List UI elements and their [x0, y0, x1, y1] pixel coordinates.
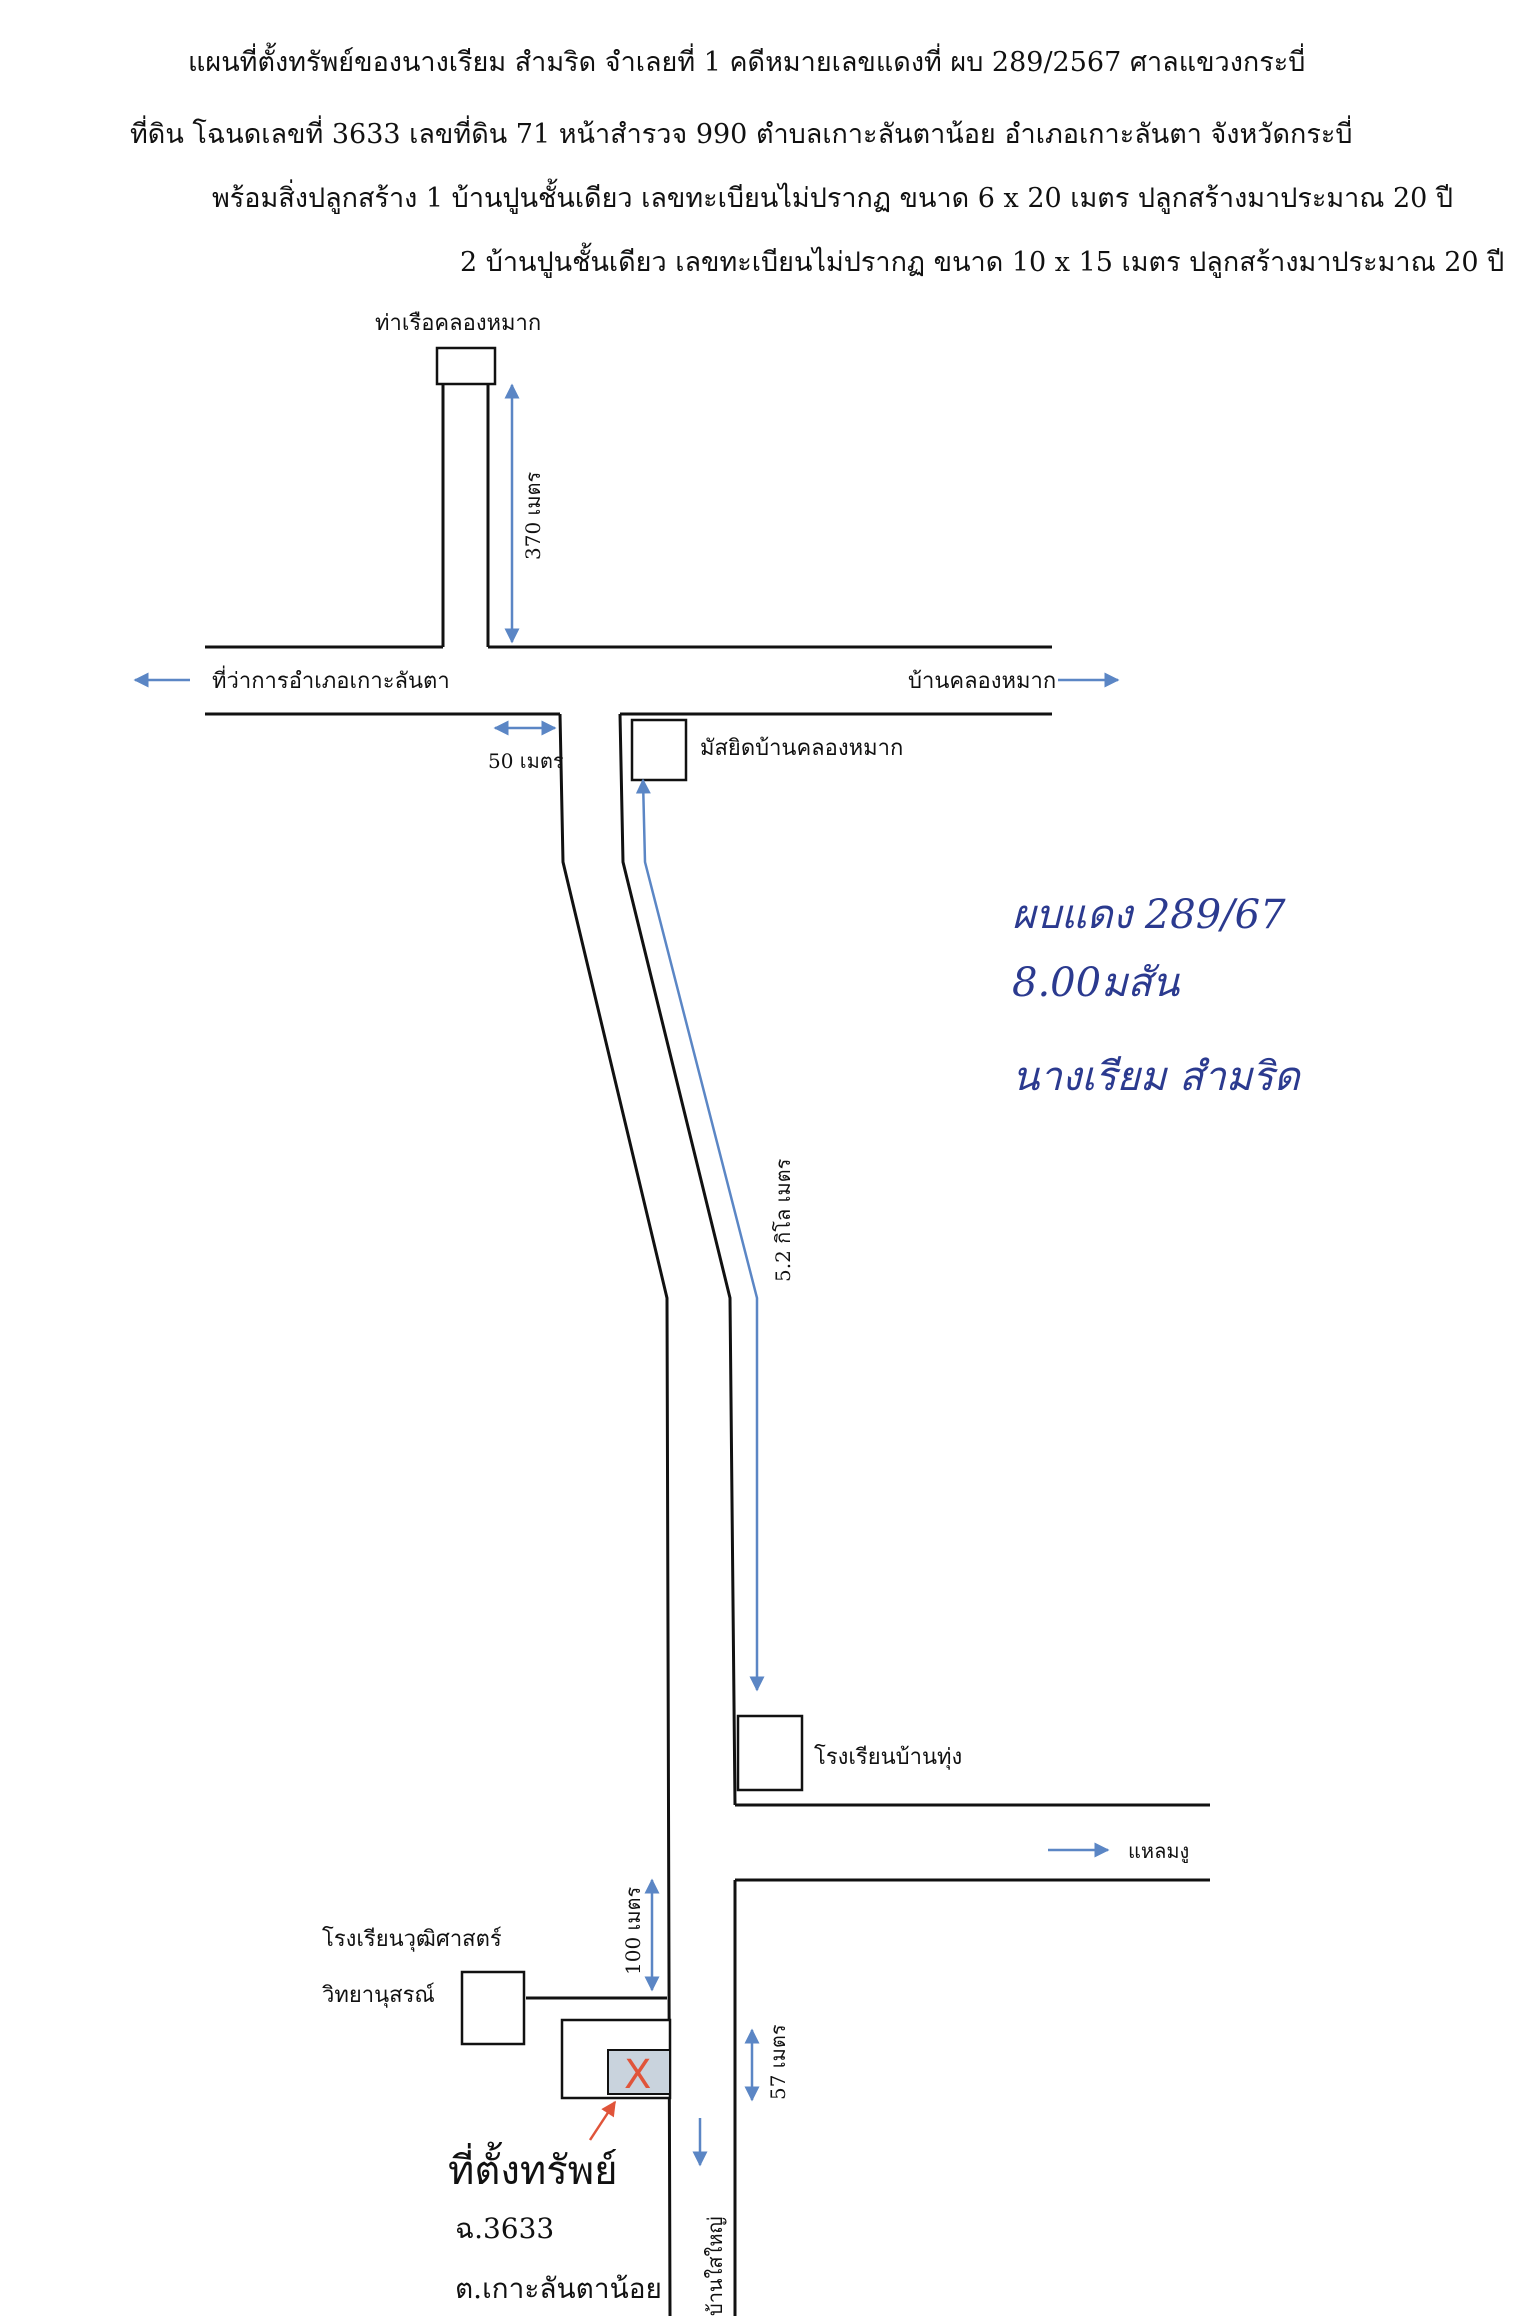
header-line-4: 2 บ้านปูนชั้นเดียว เลขทะเบียนไม่ปรากฏ ขน… — [460, 247, 1505, 278]
pier-label: ท่าเรือคลองหมาก — [375, 311, 541, 336]
deed-number: ฉ.3633 — [455, 2212, 554, 2245]
ban-khlong-mak-label: บ้านคลองหมาก — [908, 669, 1056, 694]
header-line-3: พร้อมสิ่งปลูกสร้าง 1 บ้านปูนชั้นเดียว เล… — [212, 183, 1454, 214]
mosque-label: มัสยิดบ้านคลองหมาก — [700, 736, 903, 761]
handwritten-note-1: ผบแดง 289/67 — [1012, 892, 1286, 938]
school-wut-icon — [460, 1970, 526, 2046]
district-office-label: ที่ว่าการอำเภอเกาะลันตา — [212, 665, 450, 694]
property-title: ที่ตั้งทรัพย์ — [448, 2141, 618, 2194]
header-line-2: ที่ดิน โฉนดเลขที่ 3633 เลขที่ดิน 71 หน้า… — [130, 119, 1353, 150]
property-house — [607, 2049, 671, 2095]
mosque-icon — [630, 718, 688, 782]
pier-icon — [435, 346, 497, 386]
property-pointer-arrow — [588, 2100, 617, 2141]
property-marker: X — [624, 2052, 651, 2098]
subdistrict-label: ต.เกาะลันตาน้อย — [455, 2272, 662, 2305]
school-wut-label-2: วิทยานุสรณ์ — [321, 1983, 434, 2008]
ban-sai-yai-label: บ้านใสใหญ่ — [703, 2216, 727, 2316]
handwritten-note-3: นางเรียม สำมริด — [1012, 1054, 1302, 1100]
dim-370-label: 370 เมตร — [521, 471, 545, 560]
handwritten-note-2: 8.00มสัน — [1012, 960, 1181, 1006]
header-line-1: แผนที่ตั้งทรัพย์ของนางเรียม สำมริด จำเลย… — [188, 47, 1306, 78]
dim-50-label: 50 เมตร — [488, 749, 564, 773]
dim-52km-arrow — [635, 778, 765, 1692]
school-ban-thung-icon — [736, 1714, 804, 1792]
school-ban-thung-label: โรงเรียนบ้านทุ่ง — [814, 1744, 962, 1770]
laem-mu-label: แหลมงู — [1128, 1839, 1189, 1864]
school-wut-label-1: โรงเรียนวุฒิศาสตร์ — [322, 1926, 502, 1952]
ns-road-east — [618, 713, 737, 1806]
ns-road-west — [558, 713, 672, 2316]
dim-100-label: 100 เมตร — [621, 1886, 645, 1975]
dim-57-label: 57 เมตร — [766, 2024, 790, 2100]
dim-52km-label: 5.2 กิโล เมตร — [771, 1158, 795, 1282]
